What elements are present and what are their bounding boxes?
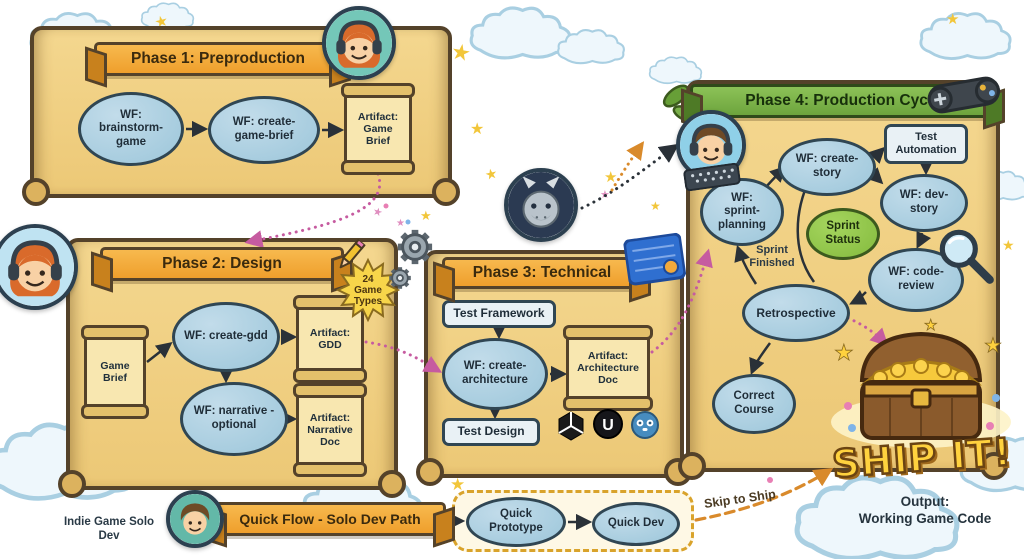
magnifier-icon [939,229,994,284]
star-icon: ★ [650,199,661,213]
star-icon: ★ [449,39,473,67]
phase3-banner: Phase 3: Technical [442,257,642,289]
phase1-title: Phase 1: Preproduction [131,50,305,67]
phase2-avatar [0,224,78,310]
phase3-dragon-avatar [504,168,578,242]
phase1-banner: Phase 1: Preproduction [94,42,342,76]
sparkle-icon: ★ [371,204,384,219]
solo-dev-label: Indie Game Solo Dev [63,516,155,542]
phase2-banner: Phase 2: Design [100,247,344,281]
phase3-title: Phase 3: Technical [472,264,612,281]
node-test-automation: Test Automation [884,124,968,164]
svg-text:U: U [602,417,614,434]
artifact-narrative-doc: Artifact: Narrative Doc [293,383,367,477]
node-test-framework: Test Framework [442,300,556,328]
star-icon: ★ [484,166,500,184]
node-correct-course: Correct Course [712,374,796,434]
node-quick-prototype: Quick Prototype [466,497,566,547]
cloud [919,12,1012,60]
star-icon: ★ [420,209,432,224]
gear-icon [388,266,412,290]
artifact-game-brief: Artifact: Game Brief [341,83,415,175]
star-icon: ★ [984,333,1002,357]
cloud [469,6,572,60]
skip-to-ship-label: Skip to Ship [703,487,777,511]
unity-icon [558,411,584,441]
node-sprint-planning: WF: sprint-planning [700,178,784,246]
sprint-finished-label: Sprint Finished [749,244,795,270]
game-controller-icon [927,76,1000,114]
node-game-brief: Game Brief [81,325,149,419]
star-icon: ★ [470,119,484,138]
node-create-game-brief: WF: create-game-brief [208,96,320,164]
node-create-architecture: WF: create-architecture [442,338,548,410]
starburst [335,257,401,323]
star-icon: ★ [604,168,617,186]
cloud [557,28,625,65]
node-dev-story: WF: dev-story [880,174,968,232]
phase4-title: Phase 4: Production Cycle [745,92,941,109]
node-sprint-status: Sprint Status [806,208,880,260]
keyboard-icon [683,162,741,192]
arrow-p3-to-p4-dotted [580,143,680,210]
unreal-icon: U [593,409,623,439]
node-create-gdd: WF: create-gdd [172,302,280,372]
arrow-p3-to-p4-orange-dotted [610,141,645,192]
node-brainstorm-game: WF: brainstorm-game [78,92,184,166]
blueprint-icon [623,232,687,286]
artifact-architecture-doc: Artifact: Architecture Doc [563,325,653,411]
star-icon: ★ [834,341,854,366]
sparkle-icon: ★ [600,188,610,201]
star-icon: ★ [924,316,937,334]
phase2-title: Phase 2: Design [162,255,282,272]
confetti [844,394,1000,432]
quickflow-banner: Quick Flow - Solo Dev Path [214,502,446,536]
star-icon: ★ [1002,238,1015,254]
phase1-avatar [322,6,396,80]
game-types-badge: 24 Game Types [335,256,401,324]
output-label: Output: Working Game Code [858,494,992,526]
node-create-story: WF: create-story [778,138,876,196]
node-quick-dev: Quick Dev [592,502,680,546]
node-test-design: Test Design [442,418,540,446]
gear-icon [396,228,434,266]
treasure-chest: ★ ★ ★ [831,316,1011,448]
cloud [648,56,703,85]
node-narrative-optional: WF: narrative - optional [180,382,288,456]
solo-dev-avatar [166,490,224,548]
godot-icon [631,411,659,439]
node-retrospective: Retrospective [742,284,850,342]
star-icon: ★ [946,10,959,28]
